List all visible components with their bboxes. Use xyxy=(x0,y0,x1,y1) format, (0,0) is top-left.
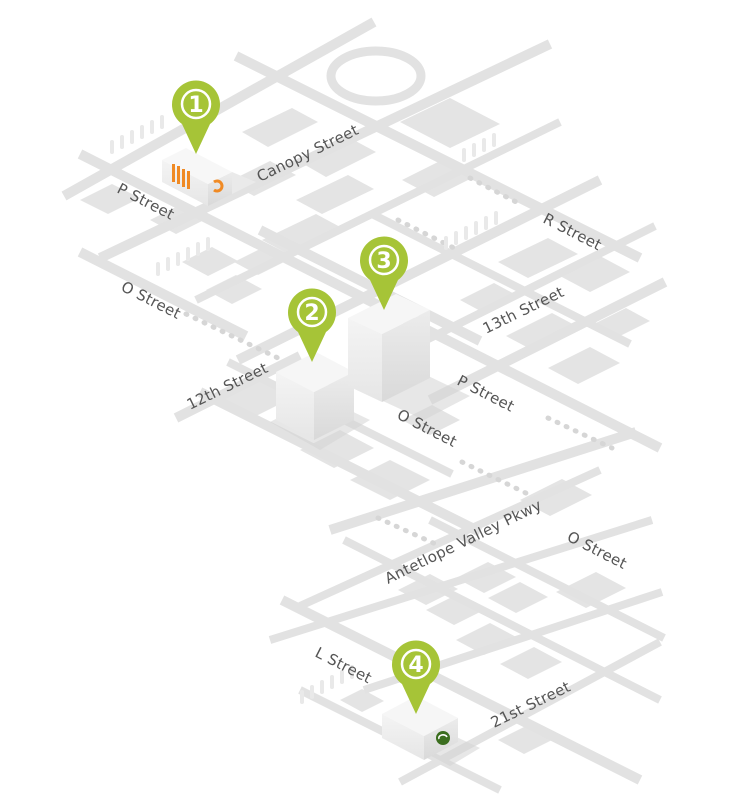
location-pin-1[interactable]: 1 xyxy=(172,80,220,155)
city-block xyxy=(520,479,592,516)
city-block xyxy=(300,138,376,177)
location-pin-3[interactable]: 3 xyxy=(360,236,408,310)
city-block xyxy=(400,98,500,148)
location-pin-2[interactable]: 2 xyxy=(288,288,336,362)
tower-building-icon xyxy=(348,294,470,420)
shop-building-icon xyxy=(162,148,256,206)
city-block xyxy=(350,460,430,500)
location-pin-4[interactable]: 4 xyxy=(392,640,440,714)
city-block xyxy=(456,623,518,655)
city-block xyxy=(296,175,374,214)
city-block xyxy=(506,313,582,352)
city-block xyxy=(340,689,384,712)
tree-icon xyxy=(110,115,498,704)
road-network xyxy=(61,17,668,794)
city-block xyxy=(548,347,620,384)
city-block xyxy=(556,572,626,608)
city-block xyxy=(500,647,562,679)
pin-number: 4 xyxy=(408,653,423,678)
tower-building-icon xyxy=(270,352,370,450)
pin-number: 1 xyxy=(188,93,203,118)
city-block xyxy=(300,430,374,468)
city-block xyxy=(402,405,460,435)
city-block xyxy=(488,582,548,613)
roundabout-icon xyxy=(326,46,426,106)
city-block xyxy=(80,184,140,214)
city-block xyxy=(206,275,262,304)
city-block xyxy=(460,283,520,314)
city-block xyxy=(242,108,318,147)
phone-building-icon xyxy=(382,696,480,766)
pin-number: 2 xyxy=(304,301,319,326)
city-block xyxy=(498,238,578,278)
pin-number: 3 xyxy=(376,249,391,274)
city-block xyxy=(560,256,630,292)
city-block xyxy=(182,247,238,276)
